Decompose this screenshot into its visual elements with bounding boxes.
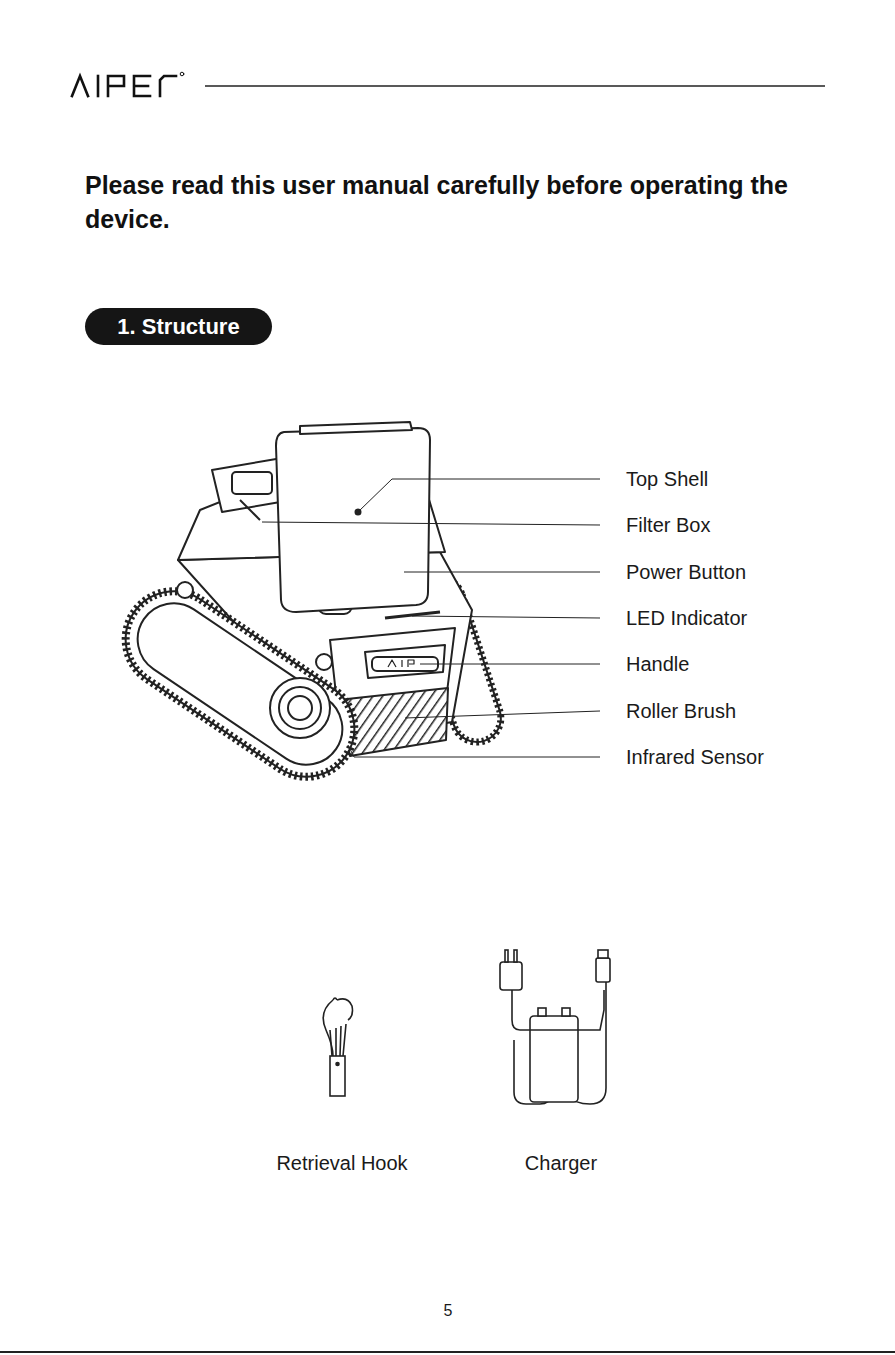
page-number: 5 (444, 1301, 453, 1320)
heading: Please read this user manual carefully b… (85, 168, 805, 236)
brand-logo (72, 72, 184, 96)
header-rule (205, 85, 825, 86)
part-label: LED Indicator (626, 606, 747, 630)
part-label: Power Button (626, 560, 746, 584)
leader-lines (262, 479, 600, 757)
section-heading: 1. Structure (117, 314, 239, 340)
charger (500, 950, 610, 1104)
part-label: Infrared Sensor (626, 745, 764, 769)
part-label: Handle (626, 652, 689, 676)
robot-illustration (107, 422, 507, 795)
retrieval-hook (323, 998, 352, 1096)
part-label: Roller Brush (626, 699, 736, 723)
part-label: Filter Box (626, 513, 710, 537)
part-label: Top Shell (626, 467, 708, 491)
accessory-label: Retrieval Hook (276, 1151, 407, 1175)
accessory-label: Charger (525, 1151, 597, 1175)
page-edge-rule (0, 1351, 895, 1353)
section-pill: 1. Structure (85, 308, 272, 345)
